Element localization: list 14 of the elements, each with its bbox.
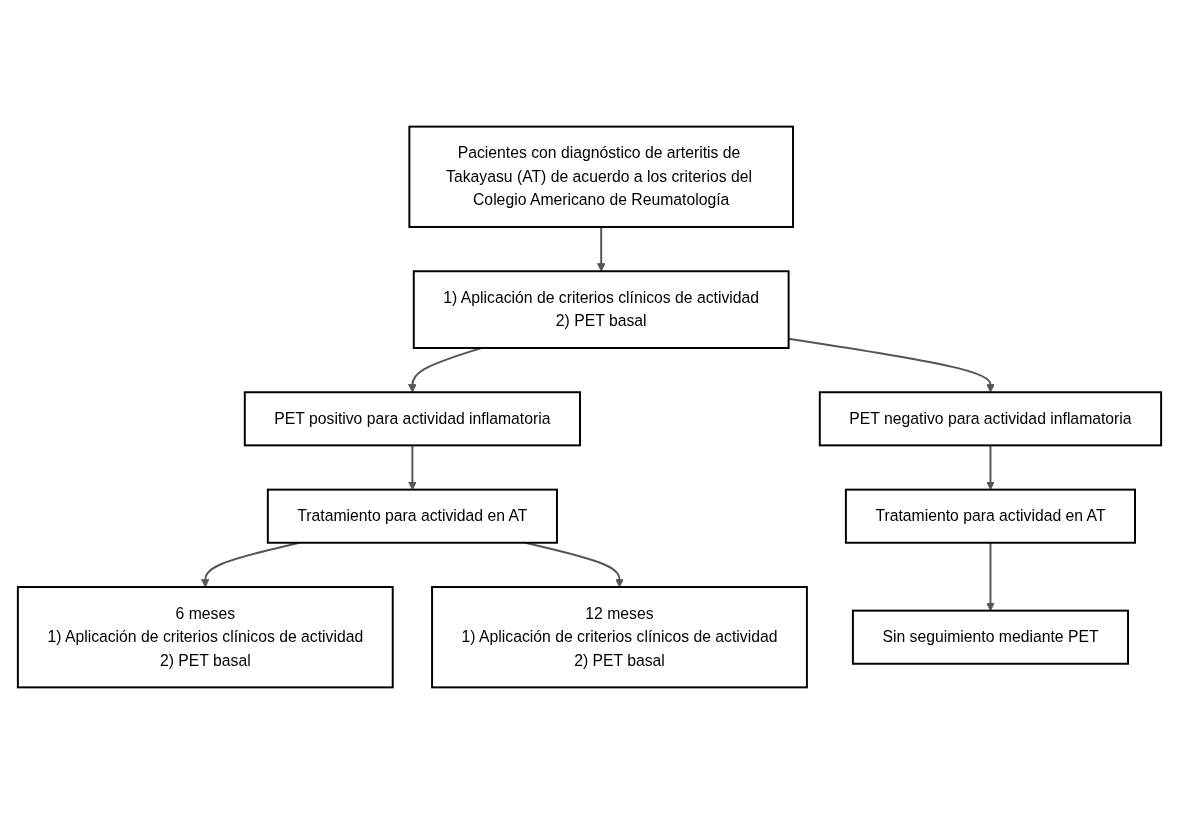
process-box: Tratamiento para actividad en AT (266, 488, 558, 544)
process-box: 12 meses 1) Aplicación de criterios clínicos de actividad 2) PET basal (431, 586, 808, 689)
process-box: 1) Aplicación de criterios clínicos de actividad 2) PET basal (412, 270, 790, 349)
arrow (596, 226, 606, 272)
process-box: PET positivo para actividad inflamatoria (243, 391, 581, 447)
arrow (986, 444, 995, 491)
process-box: 6 meses 1) Aplicación de criterios clínicos de actividad 2) PET basal (16, 586, 394, 689)
process-box: Pacientes con diagnóstico de arteritis de Takayasu (AT) de acuerdo a los criterios del Colegio Americano de Reumatología (408, 125, 794, 228)
arrow (408, 444, 417, 491)
arrow (986, 541, 995, 612)
arrow (408, 347, 483, 393)
process-box: PET negativo para actividad inflamatoria (818, 391, 1163, 447)
process-box: Sin seguimiento mediante PET (851, 609, 1129, 665)
process-box: Tratamiento para actividad en AT (844, 488, 1136, 544)
